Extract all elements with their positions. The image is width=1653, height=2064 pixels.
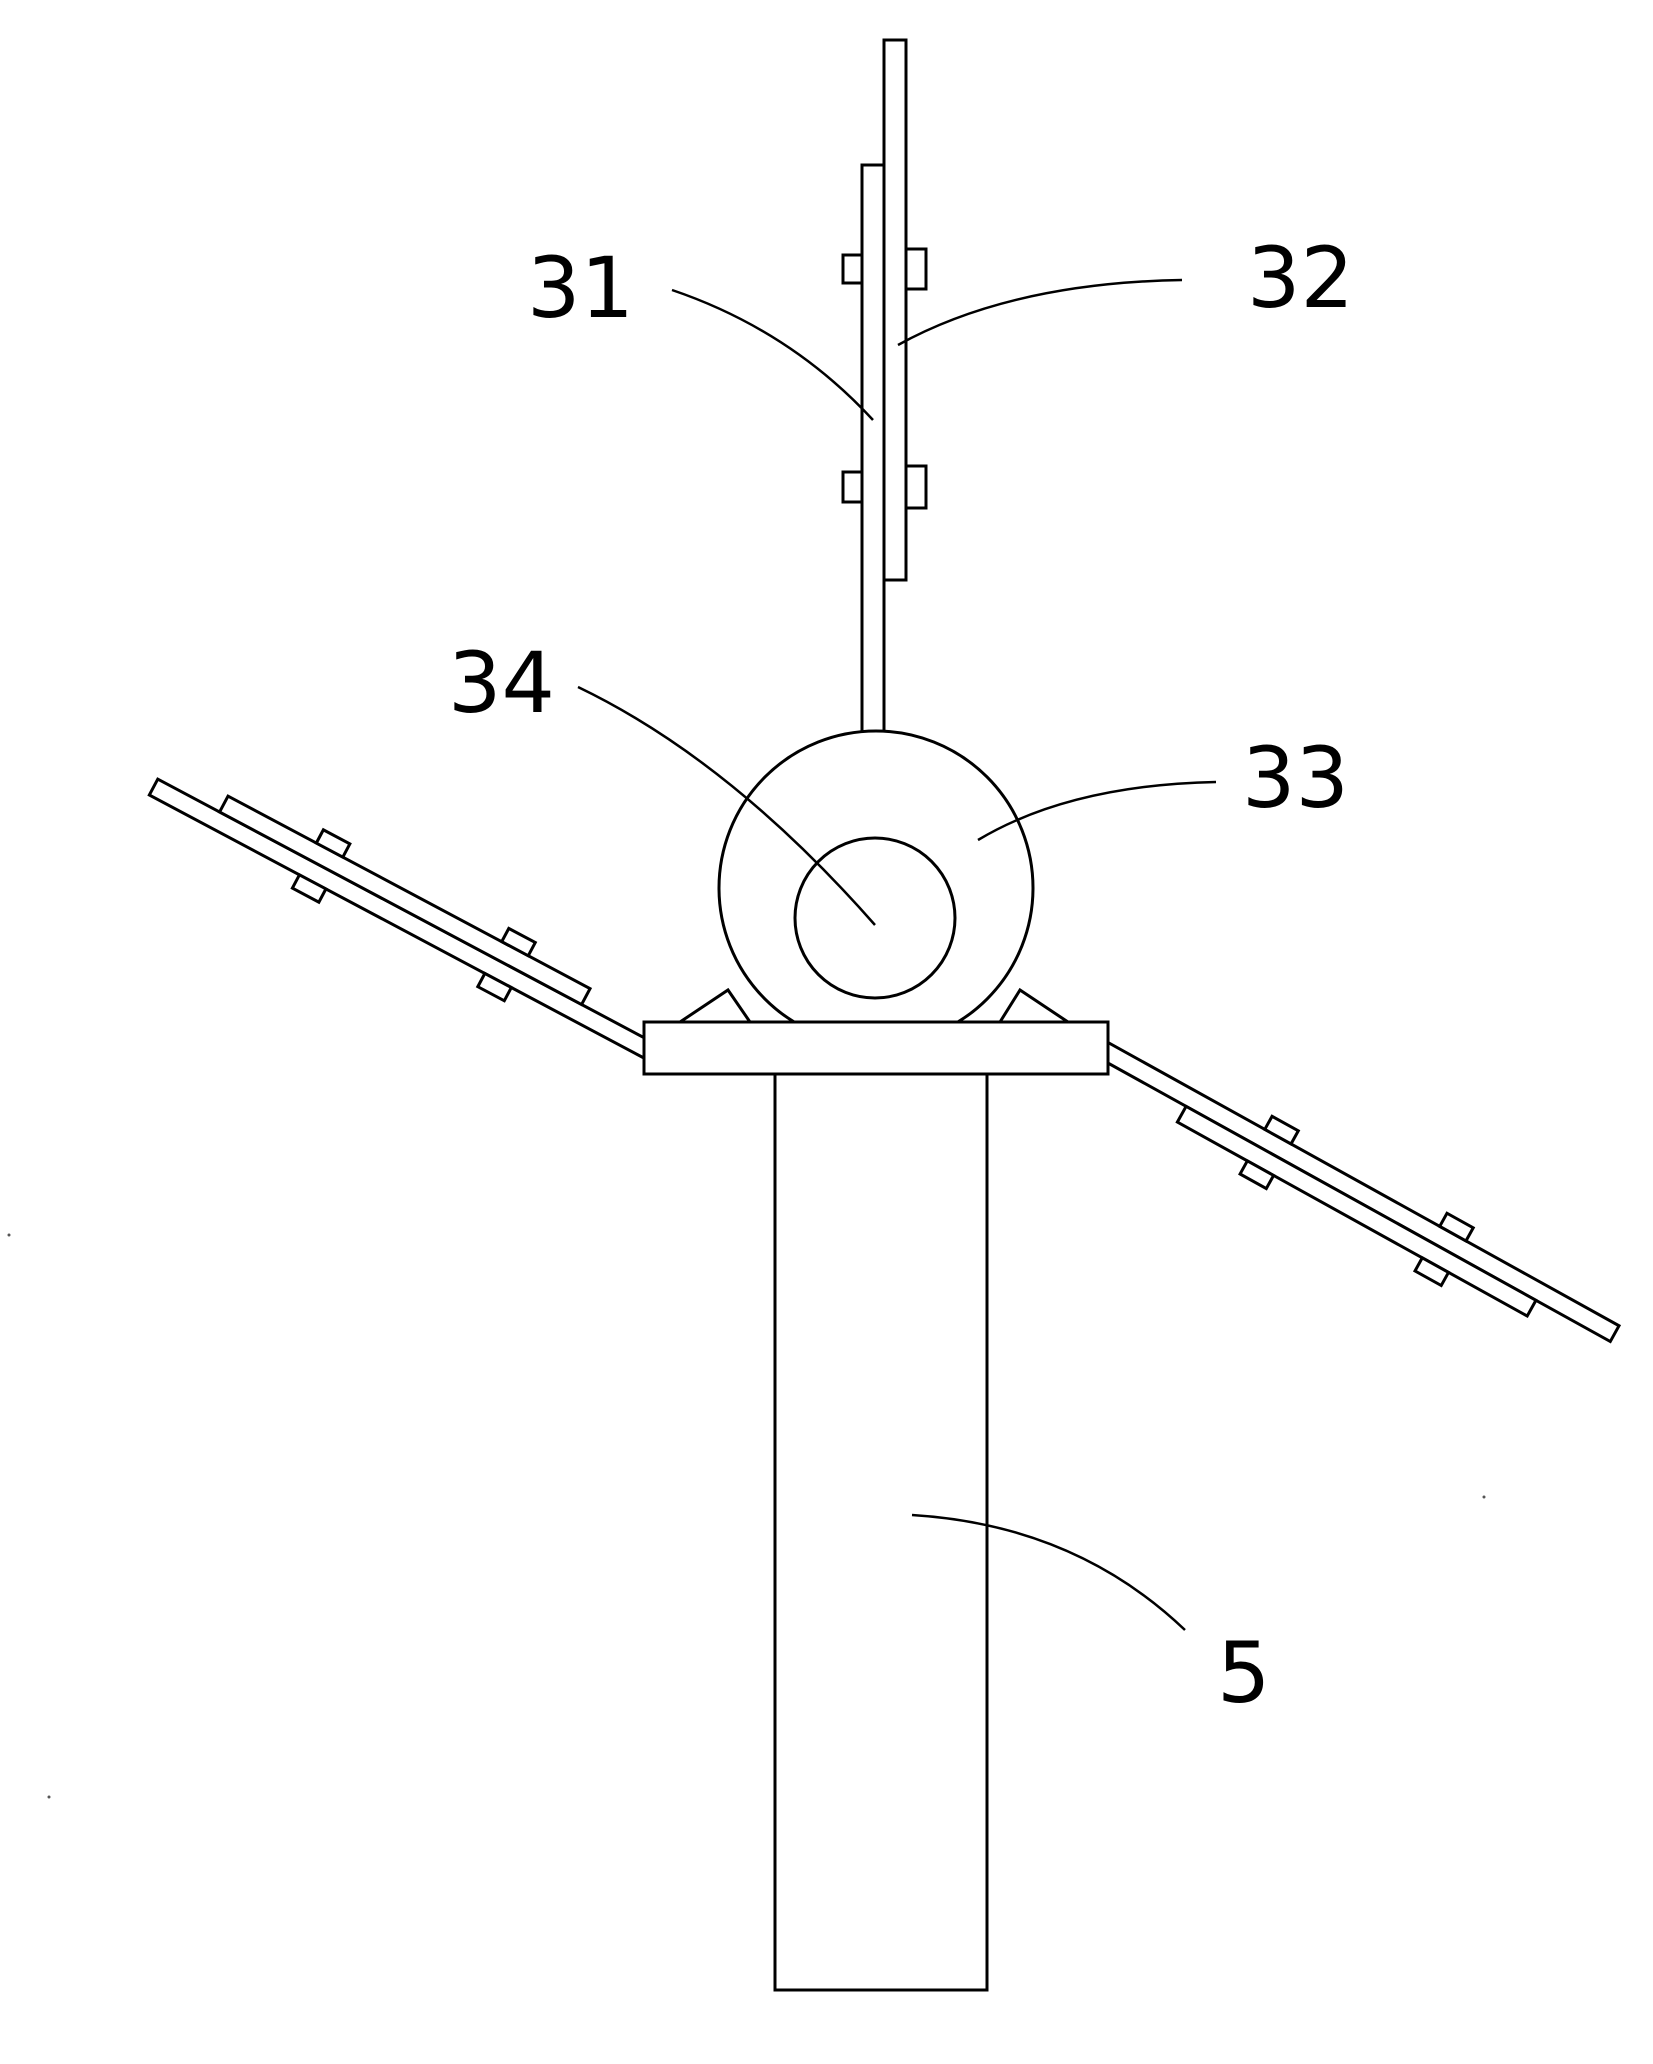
leader-line-5 [911,1513,1186,1631]
leader-line-33 [977,780,1217,842]
reference-label-31: 31 [527,239,634,337]
right-blade-clamp [1238,1158,1276,1191]
reference-label-32: 32 [1247,229,1354,327]
top-blade-clamp [841,253,864,285]
left-blade-arm [147,777,655,1060]
scan-speck [1482,1495,1486,1499]
left-blade-clamp [314,827,352,860]
top-blade-clamp [841,470,864,504]
reference-label-34: 34 [448,634,555,732]
leader-line-32 [897,278,1183,347]
left-blade-clamp [499,926,538,958]
left-blade-clamp [290,872,328,905]
right-blade-assembly [1096,1040,1622,1344]
top-blade-assembly [841,38,928,772]
scan-speck [7,1233,11,1237]
left-blade-clamp [475,971,514,1003]
top-blade-clamp [904,247,928,291]
right-blade-clamp [1262,1114,1301,1146]
scan-speck [47,1795,51,1799]
support-pole [773,1068,989,1992]
right-blade-arm [1096,1040,1622,1344]
right-blade-plate [1175,1104,1538,1319]
reference-label-33: 33 [1242,729,1349,827]
leader-line-31 [671,288,874,421]
left-blade-plate [217,794,593,1007]
right-hub-bracket [997,987,1073,1024]
leader-line-34 [577,685,876,926]
right-blade-clamp [1412,1255,1451,1288]
reference-label-5: 5 [1217,1624,1270,1722]
left-hub-bracket [675,987,753,1024]
left-blade-assembly [147,777,655,1060]
right-blade-clamp [1437,1211,1476,1243]
cross-mounting-plate [642,1020,1110,1076]
top-blade-clamp [904,464,928,510]
top-blade-arm [860,163,886,772]
top-blade-outer-plate [882,38,908,582]
shaft [793,836,957,1000]
